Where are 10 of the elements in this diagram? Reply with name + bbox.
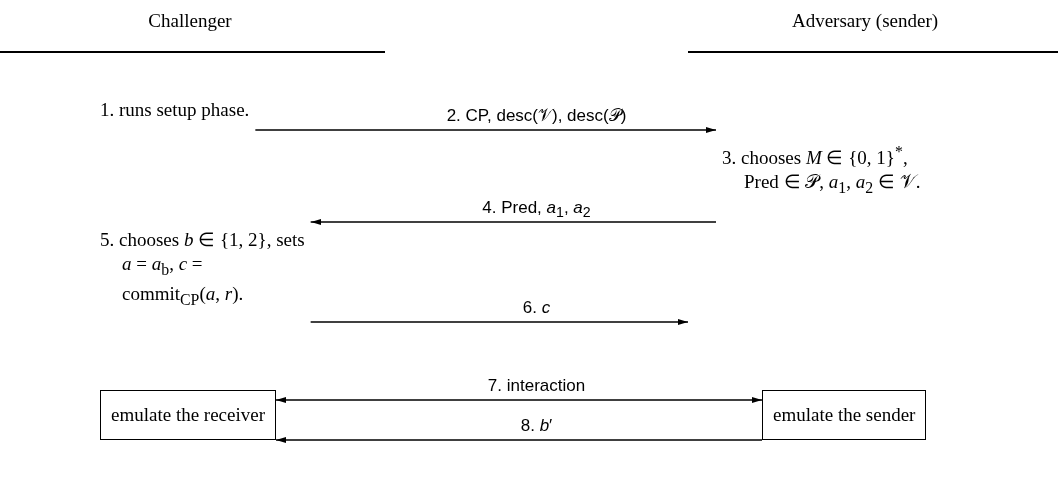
process-box: emulate the receiver <box>100 390 276 440</box>
step-text: 1. runs setup phase. <box>100 98 251 122</box>
arrow <box>310 218 717 226</box>
arrow <box>275 396 763 404</box>
arrow <box>275 436 763 444</box>
arrow <box>310 318 689 326</box>
arrow <box>254 126 717 134</box>
step-text: 3. chooses M ∈ {0, 1}$^{*}$, Pred ∈ 𝒫, a$_{1}$, a$_{2}$ ∈ 𝒱. <box>721 142 922 199</box>
step-text: 5. chooses b ∈ {1, 2}, sets a = a$_{b}$, c = commit$_{CP}$(a, r). <box>100 228 306 310</box>
process-box: emulate the sender <box>762 390 927 440</box>
